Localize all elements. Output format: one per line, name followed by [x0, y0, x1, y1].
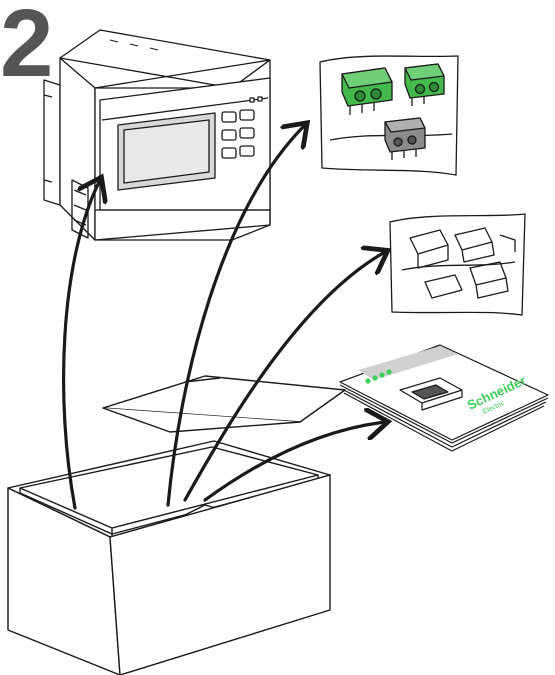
installation-sheet-icon — [340, 345, 548, 451]
power-meter-icon — [44, 30, 270, 240]
step-number: 2 — [0, 0, 53, 97]
terminal-connectors-icon — [320, 56, 458, 175]
shipping-box-icon — [8, 376, 345, 675]
mounting-clips-icon — [390, 214, 525, 315]
